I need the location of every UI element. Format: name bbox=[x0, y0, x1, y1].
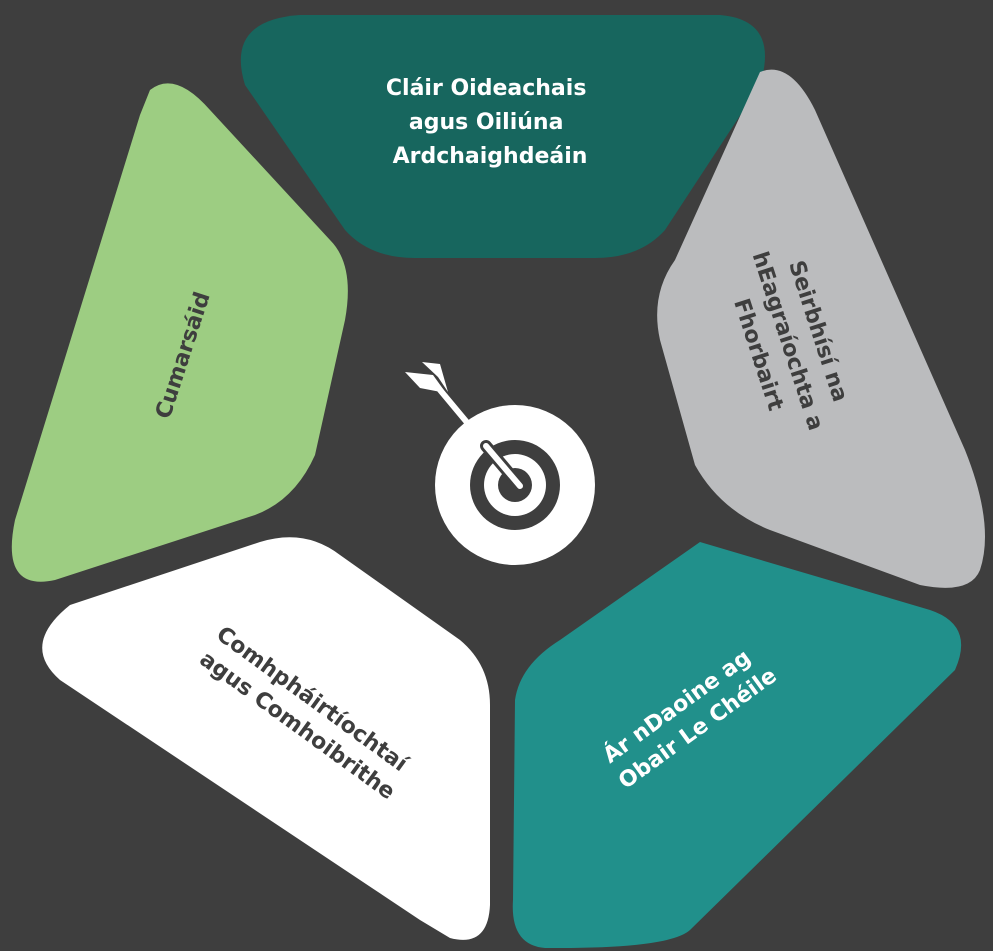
segment-bottom-left bbox=[42, 537, 490, 940]
segment-right bbox=[657, 69, 985, 588]
segment-left bbox=[11, 83, 348, 582]
segment-bottom-right bbox=[512, 542, 962, 948]
segment-top-line: Ardchaighdeáin bbox=[393, 144, 588, 169]
segment-top-line: agus Oiliúna bbox=[409, 110, 564, 135]
segment-top-line: Cláir Oideachais bbox=[386, 76, 587, 101]
dart-target-icon bbox=[405, 362, 595, 565]
segment-top-label: Cláir Oideachais agus Oiliúna Ardchaighd… bbox=[386, 76, 594, 169]
segment-top bbox=[240, 15, 765, 258]
